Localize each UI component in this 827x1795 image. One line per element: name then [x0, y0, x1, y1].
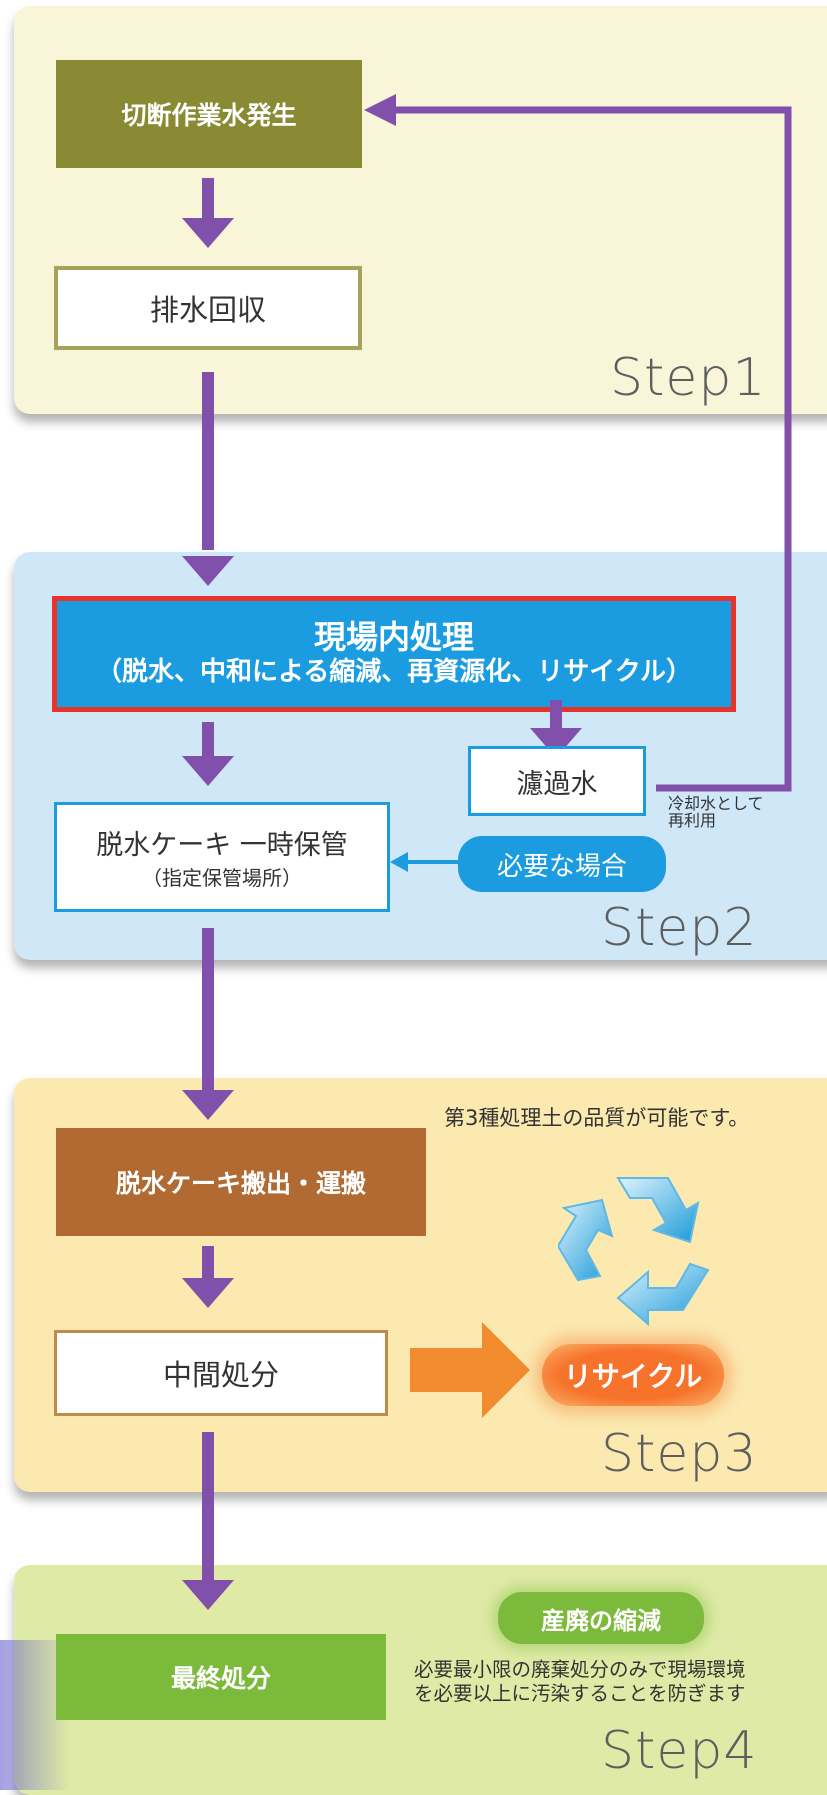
if-needed-label: 必要な場合	[496, 851, 627, 882]
arrow-1-head	[182, 218, 234, 248]
reuse-note: 冷却水として 再利用	[668, 794, 764, 830]
recycle-pill: リサイクル	[542, 1344, 724, 1406]
reuse-loop-arrowhead	[364, 94, 396, 126]
step4-label: Step4	[601, 1721, 758, 1781]
cutting-water-label: 切断作業水発生	[121, 101, 297, 130]
arrow-4-shaft	[202, 928, 214, 1092]
onsite-treatment-subtitle: （脱水、中和による縮減、再資源化、リサイクル）	[96, 657, 692, 688]
step3-label: Step3	[601, 1424, 758, 1484]
reuse-note-line2: 再利用	[668, 810, 717, 830]
step4-description-line1: 必要最小限の廃棄処分のみで現場環境	[414, 1658, 746, 1681]
drainage-collection-box: 排水回収	[54, 266, 362, 350]
cake-transport-box: 脱水ケーキ搬出・運搬	[56, 1128, 426, 1236]
arrow-5-shaft	[202, 1246, 214, 1280]
intermediate-disposal-label: 中間処分	[162, 1358, 279, 1392]
arrow-2-head	[182, 556, 234, 586]
filtered-water-box: 濾過水	[468, 746, 646, 816]
if-needed-pill: 必要な場合	[458, 836, 666, 892]
reuse-loop-line	[394, 106, 792, 792]
recycle-arrow-icon	[410, 1322, 530, 1418]
arrow-3-shaft	[202, 722, 214, 758]
cake-transport-label: 脱水ケーキ搬出・運搬	[115, 1169, 366, 1198]
cake-storage-box: 脱水ケーキ 一時保管 （指定保管場所）	[54, 802, 390, 912]
arrow-filtered-shaft	[550, 700, 562, 730]
reduction-label: 産廃の縮減	[541, 1606, 661, 1635]
filtered-water-label: 濾過水	[516, 768, 598, 800]
arrow-4-head	[182, 1090, 234, 1120]
cake-storage-sublabel: （指定保管場所）	[142, 866, 302, 890]
reduction-pill: 産廃の縮減	[498, 1592, 704, 1644]
final-disposal-label: 最終処分	[170, 1664, 271, 1693]
quality-note: 第3種処理土の品質が可能です。	[444, 1106, 750, 1130]
if-needed-arrowhead	[390, 852, 408, 872]
arrow-1-shaft	[202, 178, 214, 220]
step2-label: Step2	[601, 898, 758, 958]
arrow-3-head	[182, 756, 234, 786]
arrow-6-head	[182, 1580, 234, 1610]
step4-description-line2: を必要以上に汚染することを防ぎます	[414, 1682, 746, 1706]
recycle-icon	[558, 1177, 710, 1327]
arrow-2-shaft	[202, 372, 214, 550]
cake-storage-label: 脱水ケーキ 一時保管	[96, 830, 348, 861]
intermediate-disposal-box: 中間処分	[54, 1330, 388, 1416]
step4-description: 必要最小限の廃棄処分のみで現場環境 を必要以上に汚染することを防ぎます	[414, 1658, 746, 1707]
reuse-note-line1: 冷却水として	[668, 794, 764, 813]
cutting-water-box: 切断作業水発生	[56, 60, 362, 168]
arrow-6-shaft	[202, 1432, 214, 1584]
recycle-label: リサイクル	[563, 1360, 703, 1393]
arrow-5-head	[182, 1278, 234, 1308]
step1-label: Step1	[610, 348, 767, 408]
drainage-collection-label: 排水回収	[149, 293, 266, 327]
onsite-treatment-box: 現場内処理 （脱水、中和による縮減、再資源化、リサイクル）	[52, 596, 736, 712]
onsite-treatment-title: 現場内処理	[313, 617, 474, 656]
final-disposal-box: 最終処分	[56, 1634, 386, 1720]
